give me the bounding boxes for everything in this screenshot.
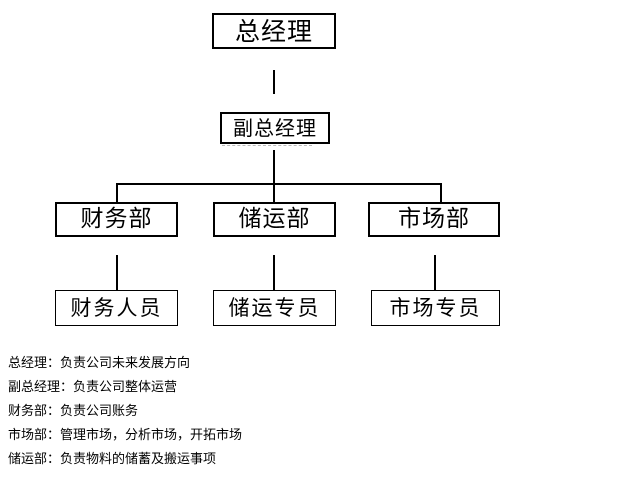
connector-bus-drop-finance — [116, 183, 118, 203]
org-node-label: 储运部 — [238, 206, 311, 232]
legend-line: 副总经理：负责公司整体运营 — [8, 380, 178, 395]
legend-line: 储运部：负责物料的储蓄及搬运事项 — [8, 452, 217, 467]
org-node-label: 市场专员 — [389, 295, 482, 320]
org-node-general-manager[interactable]: 总经理 — [212, 13, 336, 49]
legend-line: 总经理：负责公司未来发展方向 — [8, 356, 191, 371]
responsibilities-legend: 总经理：负责公司未来发展方向 副总经理：负责公司整体运营 财务部：负责公司账务 … — [8, 352, 438, 472]
connector-finance-to-staff — [116, 255, 118, 290]
connector-bus-horizontal — [116, 183, 442, 185]
org-node-label: 市场部 — [398, 206, 470, 232]
connector-vgm-to-bus — [273, 150, 275, 183]
org-node-marketing-department[interactable]: 市场部 — [368, 202, 500, 237]
scan-artifact-line — [222, 145, 312, 146]
org-node-label: 总经理 — [234, 16, 313, 46]
connector-bus-drop-market — [440, 183, 442, 203]
org-node-logistics-specialist[interactable]: 储运专员 — [213, 290, 336, 326]
legend-line: 财务部：负责公司账务 — [8, 404, 139, 419]
org-node-label: 副总经理 — [233, 116, 317, 140]
legend-line: 市场部：管理市场，分析市场，开拓市场 — [8, 428, 243, 443]
org-node-label: 财务部 — [80, 206, 153, 232]
connector-bus-drop-logistics — [273, 183, 275, 203]
connector-logistics-to-staff — [273, 255, 275, 290]
org-node-marketing-specialist[interactable]: 市场专员 — [371, 290, 500, 326]
connector-market-to-staff — [434, 255, 436, 290]
org-node-vice-general-manager[interactable]: 副总经理 — [220, 112, 330, 144]
connector-gm-to-vgm — [273, 70, 275, 94]
org-node-label: 财务人员 — [70, 295, 163, 320]
org-node-label: 储运专员 — [228, 295, 321, 320]
org-node-finance-department[interactable]: 财务部 — [55, 202, 178, 237]
org-node-finance-staff[interactable]: 财务人员 — [55, 290, 178, 326]
org-node-logistics-department[interactable]: 储运部 — [213, 202, 336, 237]
